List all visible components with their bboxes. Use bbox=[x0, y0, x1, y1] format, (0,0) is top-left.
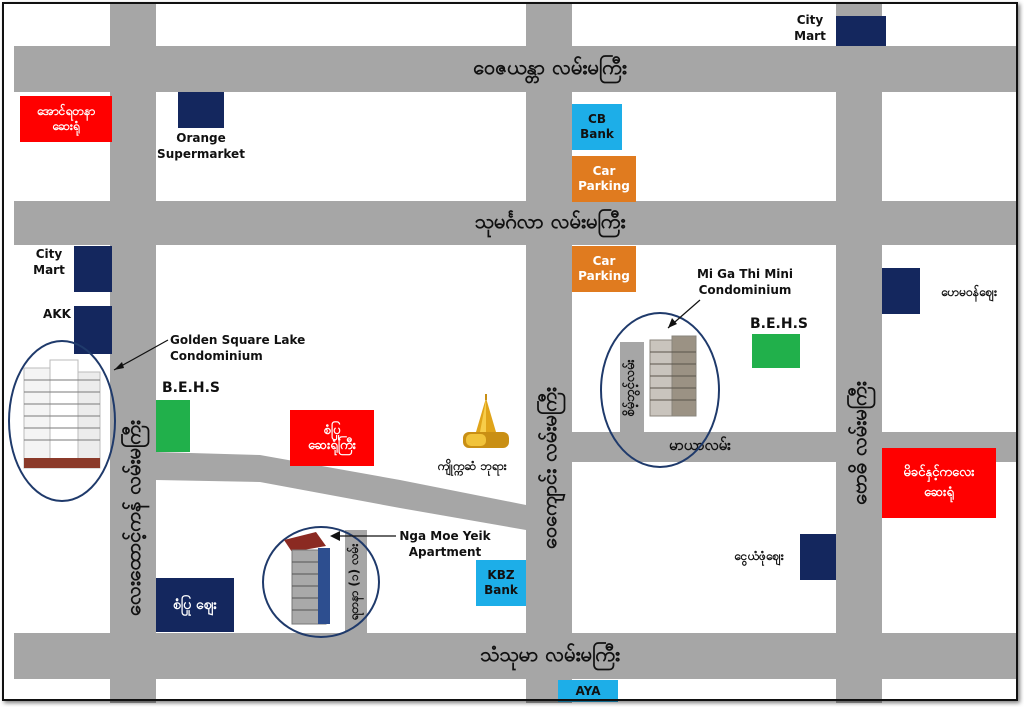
behs-left-marker bbox=[156, 400, 190, 452]
orange-supermarket-marker bbox=[178, 92, 224, 128]
city-mart-left-marker bbox=[74, 246, 112, 292]
aung-yadanar-hospital: အောင်ရတနာ ဆေးရုံ bbox=[20, 96, 112, 142]
car-parking-2: Car Parking bbox=[572, 246, 636, 292]
car-parking-1: Car Parking bbox=[572, 156, 636, 202]
ngwe-yar-pyu-marker bbox=[800, 534, 836, 580]
road-lay-daung-kan bbox=[110, 4, 156, 703]
hay-mar-wun-marker bbox=[882, 268, 920, 314]
cb-bank: CB Bank bbox=[572, 104, 622, 150]
orange-supermarket-label: Orange Supermarket bbox=[157, 131, 245, 161]
behs-right-label: B.E.H.S bbox=[750, 316, 808, 332]
behs-right-marker bbox=[752, 334, 800, 368]
golden-square-ellipse bbox=[8, 340, 116, 502]
mi-ga-thi-ellipse bbox=[600, 312, 720, 468]
sein-pyu-market: စံပြု ဈေး bbox=[156, 578, 234, 632]
road-label-thumingala: သုမင်္ဂလာ လမ်းမကြီး bbox=[474, 209, 626, 233]
road-bawdi bbox=[836, 4, 882, 703]
mi-ga-thi-label: Mi Ga Thi Mini Condominium bbox=[696, 267, 794, 297]
pagoda-label: ကျိုက္ကဆံ ဘုရား bbox=[437, 459, 507, 473]
mingalar-hospital: မိခင်နှင့်ကလေး ဆေးရုံ bbox=[882, 448, 996, 518]
nga-moe-yeik-label: Nga Moe Yeik Apartment bbox=[399, 529, 491, 559]
aya-bank: AYA bbox=[558, 680, 618, 702]
sein-pyu-hospital: စံပြု ဆေးရုံကြီး bbox=[290, 410, 374, 466]
golden-square-label: Golden Square Lake Condominium bbox=[170, 333, 306, 363]
road-war-kyaung bbox=[526, 4, 572, 703]
road-label-thanthumar: သံသုမာ လမ်းမကြီး bbox=[480, 642, 620, 666]
city-mart-left-label: City Mart bbox=[33, 247, 65, 277]
city-mart-top-label: City Mart bbox=[794, 13, 826, 43]
road-label-wizaya: ဝေဇယန္တာ လမ်းမကြီး bbox=[473, 55, 627, 79]
behs-left-label: B.E.H.S bbox=[162, 380, 220, 396]
kbz-bank: KBZ Bank bbox=[476, 560, 526, 606]
hay-mar-wun-label: ဟေမဝန်ဈေး bbox=[940, 285, 998, 299]
city-mart-top-marker bbox=[836, 16, 886, 46]
ngwe-yar-pyu-label: ငွေယံဖုံဈေး bbox=[734, 549, 784, 563]
akk-label: AKK bbox=[43, 307, 71, 321]
nga-moe-yeik-ellipse bbox=[262, 526, 380, 638]
